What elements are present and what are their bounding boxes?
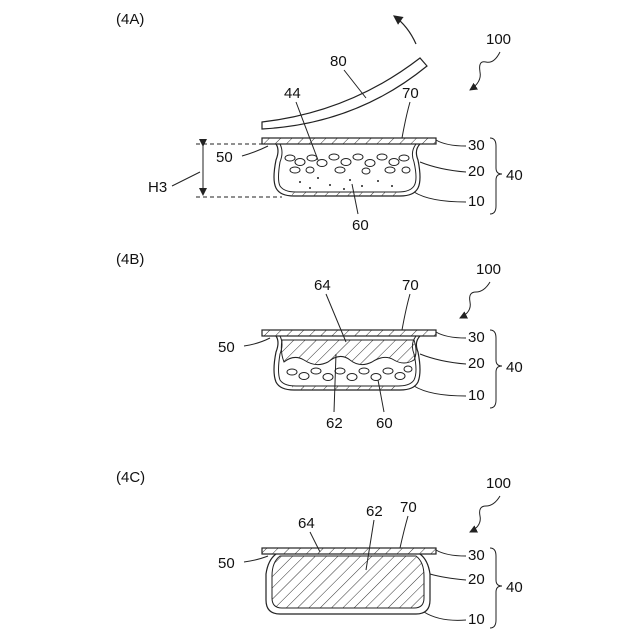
label-60-4b: 60: [376, 415, 393, 432]
label-64-4c: 64: [298, 515, 315, 532]
label-50-4b: 50: [218, 339, 235, 356]
label-20-4b: 20: [468, 355, 485, 372]
label-64-4b: 64: [314, 277, 331, 294]
label-30-4a: 30: [468, 137, 485, 154]
leader-50-4c: [244, 556, 268, 562]
label-80: 80: [330, 53, 347, 70]
dots-4a: [299, 177, 393, 190]
flange-sheet-4b: [262, 330, 436, 336]
label-60-4a: 60: [352, 217, 369, 234]
leader-44: [296, 102, 318, 160]
leader-20-4b: [420, 354, 466, 364]
leader-50-4a: [242, 146, 268, 156]
panel-4a: (4A) 100 80 44 70: [116, 11, 523, 234]
container-4b: [262, 330, 436, 390]
peel-direction-arrow: [394, 16, 416, 44]
label-62-4b: 62: [326, 415, 343, 432]
cup-base-4b: [292, 386, 402, 390]
panel-4c: (4C) 100 64 62 70 30 20 10 40 50: [116, 469, 523, 628]
label-44: 44: [284, 85, 301, 102]
leader-60-4b: [378, 380, 384, 412]
leader-70-4c: [400, 516, 408, 548]
leader-80: [344, 70, 366, 98]
label-10-4b: 10: [468, 387, 485, 404]
label-40-4b: 40: [506, 359, 523, 376]
label-10-4c: 10: [468, 611, 485, 628]
leader-20-4c: [430, 574, 466, 580]
label-30-4b: 30: [468, 329, 485, 346]
container-4a: [262, 138, 436, 196]
label-100-4a: 100: [486, 31, 511, 48]
panel-title-4c: (4C): [116, 469, 145, 486]
leader-70-4a: [402, 102, 410, 138]
leader-h3: [172, 172, 200, 186]
label-30-4c: 30: [468, 547, 485, 564]
cup-base-4a: [292, 192, 402, 196]
label-40-4a: 40: [506, 167, 523, 184]
bracket-40-4c: [490, 548, 502, 628]
leader-70-4b: [402, 294, 410, 330]
label-20-4a: 20: [468, 163, 485, 180]
panel-4b: (4B) 100 64 70 30 20 10: [116, 251, 523, 432]
leader-50-4b: [244, 338, 270, 346]
flange-sheet-4c: [262, 548, 436, 554]
leader-100-4c: [470, 496, 500, 532]
fill-region-4c: [272, 556, 424, 608]
leader-10-4b: [414, 386, 466, 396]
leader-10-4a: [414, 192, 466, 202]
flange-sheet-4a: [262, 138, 436, 144]
container-4c: [262, 548, 436, 614]
leader-20-4a: [420, 162, 466, 172]
label-h3: H3: [148, 179, 167, 196]
label-70-4a: 70: [402, 85, 419, 102]
label-50-4a: 50: [216, 149, 233, 166]
particles-4a: [285, 154, 410, 174]
leader-30-4b: [436, 332, 466, 338]
leader-10-4c: [424, 612, 466, 620]
cup-wall-4a: [274, 144, 420, 196]
panel-title-4a: (4A): [116, 11, 144, 28]
label-40-4c: 40: [506, 579, 523, 596]
particles-4b: [287, 366, 412, 381]
label-70-4b: 70: [402, 277, 419, 294]
label-100-4c: 100: [486, 475, 511, 492]
leader-30-4a: [436, 140, 466, 146]
leader-100-4b: [460, 282, 490, 318]
bracket-40-4a: [490, 138, 502, 214]
label-20-4c: 20: [468, 571, 485, 588]
fill-region-4b: [281, 340, 416, 365]
label-100-4b: 100: [476, 261, 501, 278]
leader-60-4a: [352, 184, 358, 214]
label-70-4c: 70: [400, 499, 417, 516]
leader-30-4c: [436, 550, 466, 556]
label-62-4c: 62: [366, 503, 383, 520]
leader-62-4b: [334, 354, 336, 412]
panel-title-4b: (4B): [116, 251, 144, 268]
label-10-4a: 10: [468, 193, 485, 210]
bracket-40-4b: [490, 330, 502, 408]
label-50-4c: 50: [218, 555, 235, 572]
leader-100-4a: [470, 52, 500, 90]
